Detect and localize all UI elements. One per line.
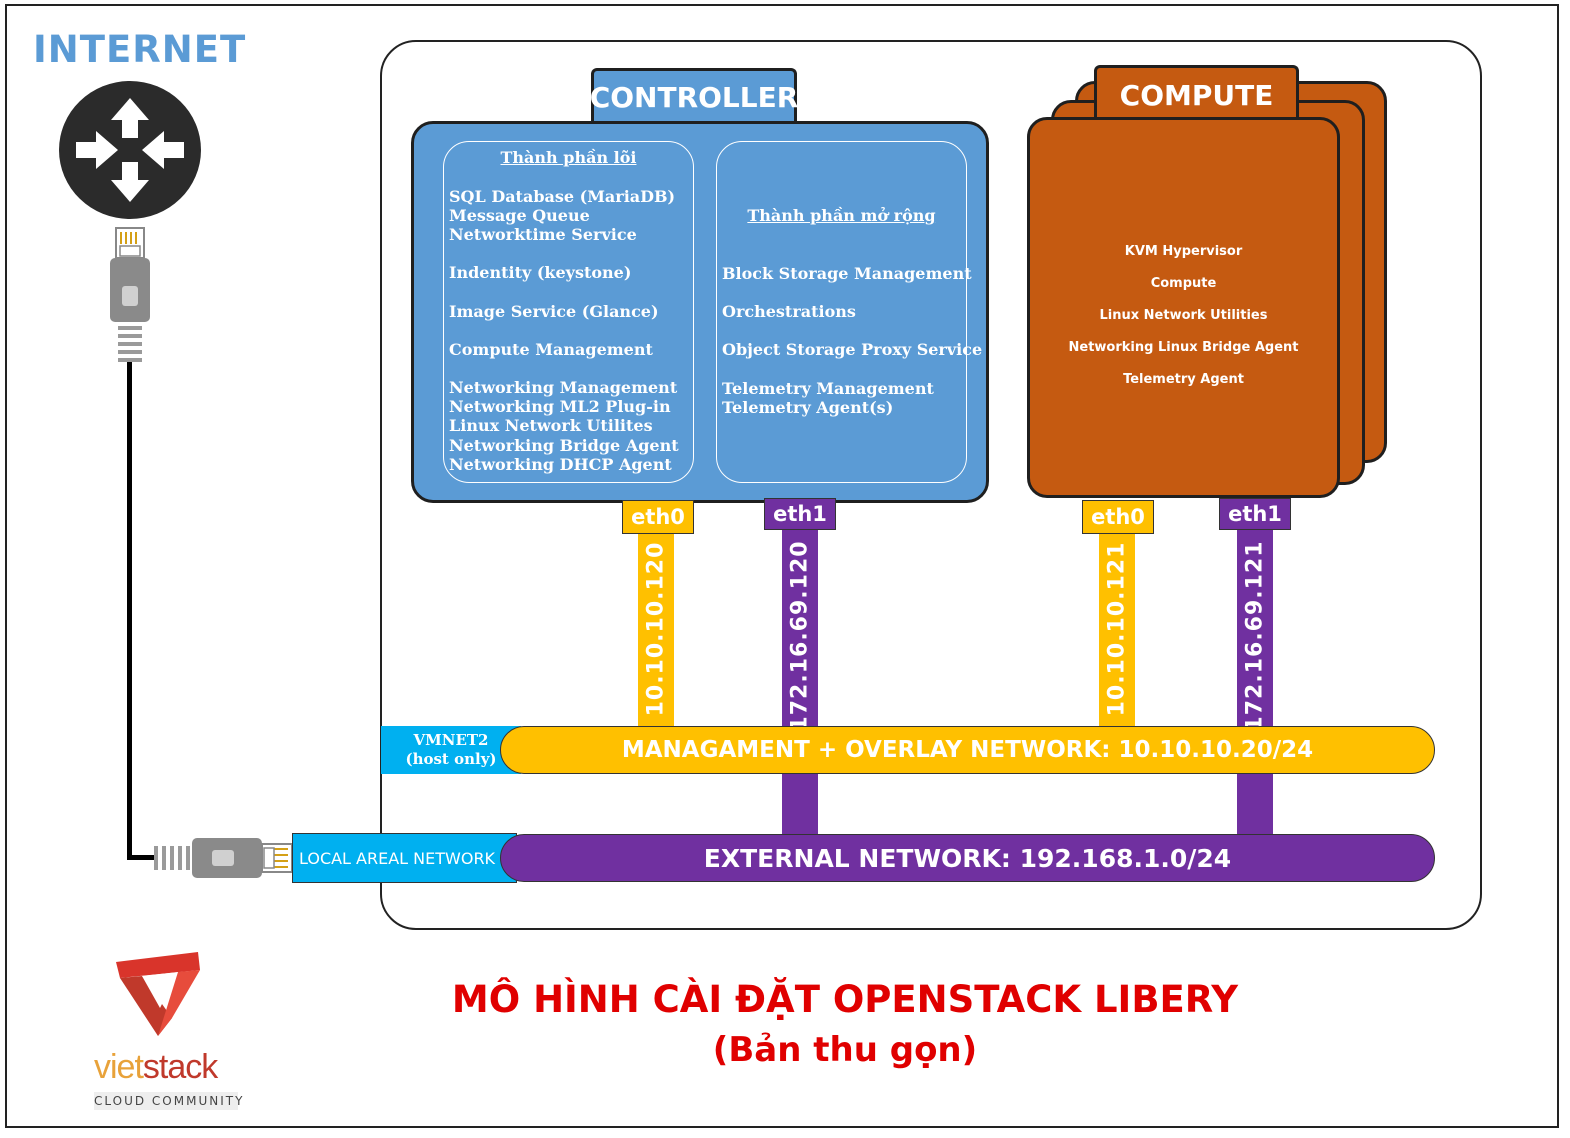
compute-item: Telemetry Agent	[1123, 372, 1244, 387]
controller-eth0-ip: 10.10.10.120	[643, 541, 669, 717]
core-item: SQL Database (MariaDB)	[449, 187, 676, 206]
diagram-frame	[5, 4, 1559, 1128]
compute-item: KVM Hypervisor	[1124, 244, 1243, 259]
router-icon	[59, 81, 201, 219]
core-item: Message Queue	[449, 206, 590, 225]
compute-eth1-label: eth1	[1219, 498, 1291, 530]
ethernet-plug-icon	[154, 838, 293, 878]
compute-node: KVM Hypervisor Compute Linux Network Uti…	[1027, 117, 1340, 498]
management-network-bar: MANAGAMENT + OVERLAY NETWORK: 10.10.10.2…	[500, 726, 1435, 774]
core-item: Networktime Service	[449, 225, 637, 244]
extended-components-panel: Thành phần mở rộng Block Storage Managem…	[716, 141, 982, 483]
controller-eth1-label: eth1	[764, 498, 836, 530]
extended-item: Telemetry Management	[722, 379, 934, 398]
ethernet-plug-icon	[110, 227, 150, 362]
core-item: Networking Management	[449, 378, 678, 397]
controller-eth0-label: eth0	[622, 500, 694, 534]
vietstack-logo-mark	[116, 952, 200, 1036]
logo-subtitle: CLOUD COMMUNITY	[94, 1092, 245, 1110]
compute-item: Linux Network Utilities	[1099, 308, 1268, 323]
core-item: Linux Network Utilites	[449, 416, 653, 435]
vietstack-logo: vietstack CLOUD COMMUNITY	[92, 948, 242, 1116]
compute-eth1-ip: 172.16.69.121	[1242, 540, 1268, 732]
internet-cable	[127, 362, 132, 860]
compute-eth0-link: 10.10.10.121	[1099, 530, 1135, 728]
internet-title: INTERNET	[33, 28, 247, 71]
vmnet-type: (host only)	[405, 750, 497, 768]
compute-item: Compute	[1150, 276, 1217, 291]
extended-item: Orchestrations	[722, 302, 856, 321]
compute-eth0-ip: 10.10.10.121	[1104, 541, 1130, 717]
controller-eth1-link: 172.16.69.120	[782, 528, 818, 836]
extended-components-title: Thành phần mở rộng	[747, 206, 936, 225]
logo-word-part2: stack	[142, 1048, 218, 1086]
controller-tab: CONTROLLER	[590, 68, 798, 124]
compute-eth1-link: 172.16.69.121	[1237, 528, 1273, 836]
vmnet-name: VMNET2	[413, 731, 489, 749]
core-components-panel: Thành phần lõi SQL Database (MariaDB) Me…	[443, 141, 694, 483]
extended-item: Telemetry Agent(s)	[722, 398, 894, 417]
diagram-title: MÔ HÌNH CÀI ĐẶT OPENSTACK LIBERY	[451, 978, 1239, 1021]
internet-cable-horizontal	[127, 855, 157, 860]
compute-item: Networking Linux Bridge Agent	[1068, 340, 1299, 355]
core-item: Image Service (Glance)	[449, 302, 659, 321]
core-item: Networking ML2 Plug-in	[449, 397, 671, 416]
extended-item: Object Storage Proxy Service	[722, 340, 983, 359]
compute-tab: COMPUTE	[1094, 65, 1299, 123]
logo-word-part1: viet	[94, 1048, 144, 1086]
compute-eth0-label: eth0	[1082, 500, 1154, 534]
diagram-subtitle: (Bản thu gọn)	[712, 1030, 978, 1070]
core-item: Networking Bridge Agent	[449, 436, 679, 455]
core-item: Indentity (keystone)	[449, 263, 632, 282]
external-network-bar: EXTERNAL NETWORK: 192.168.1.0/24	[500, 834, 1435, 882]
logo-wordmark: vietstack	[94, 1048, 218, 1087]
vmnet-label: VMNET2 (host only)	[381, 726, 521, 774]
core-item: Compute Management	[449, 340, 653, 359]
core-item: Networking DHCP Agent	[449, 455, 672, 474]
controller-node	[411, 121, 989, 503]
controller-eth0-link: 10.10.10.120	[638, 530, 674, 728]
extended-item: Block Storage Management	[722, 264, 972, 283]
core-components-title: Thành phần lõi	[500, 148, 637, 167]
lan-label: LOCAL AREAL NETWORK	[292, 833, 517, 883]
controller-eth1-ip: 172.16.69.120	[787, 540, 813, 732]
